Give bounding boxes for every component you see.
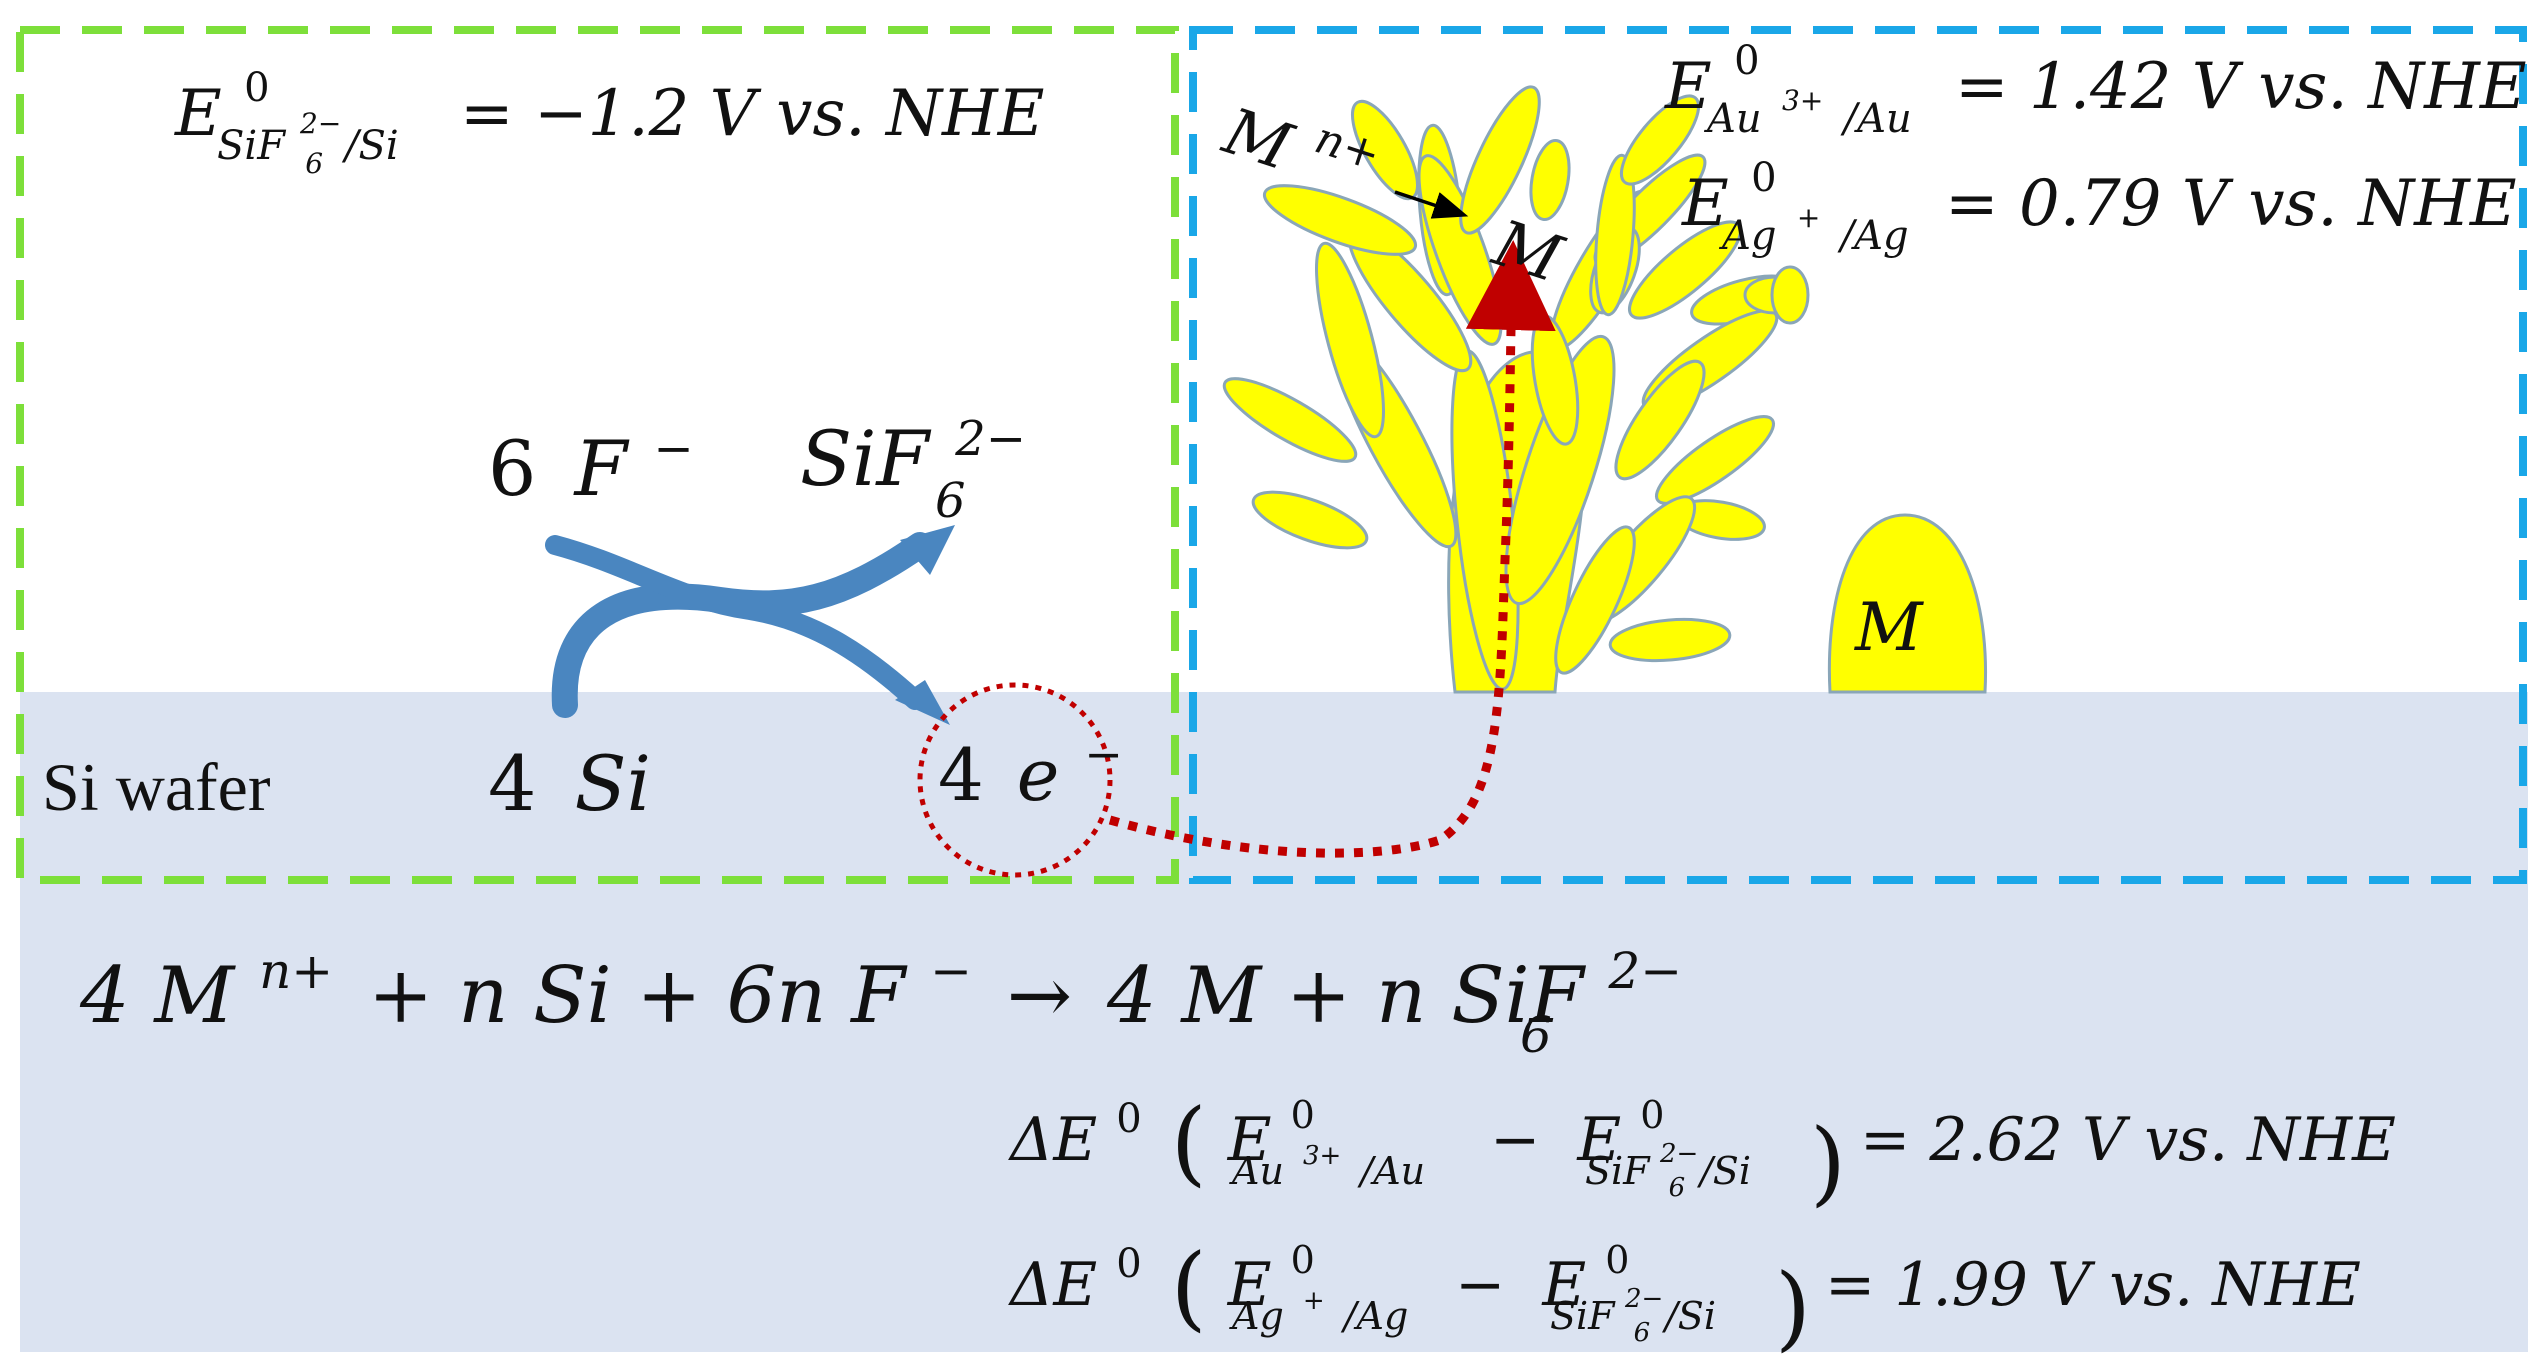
electron-circle — [917, 682, 1113, 878]
metal-dendrite — [1222, 85, 1810, 694]
potential-ag: E 0 Ag + /Ag = 0.79 V vs. NHE — [1681, 133, 2517, 265]
metal-particle-label: M — [1854, 589, 1924, 666]
fluoride-label: 6 F − — [488, 421, 694, 513]
reaction-arrows — [545, 532, 933, 718]
sif6-arrow-head — [900, 525, 955, 575]
oxidation-region-box — [16, 26, 1179, 884]
electron-transfer-path — [1108, 240, 1556, 858]
delta-e-ag: ΔE 0 ( E 0 Ag + /Ag − E 0 SiF 6 2− /Si )… — [1008, 1218, 2361, 1361]
potential-sif6-si: E 0 SiF 6 2− /Si = −1.2 V vs. NHE — [174, 43, 1045, 189]
si-wafer-region — [20, 692, 2528, 1352]
metal-label: M — [1484, 207, 1572, 298]
overall-reaction: 4 M n+ + n Si + 6n F − → 4 M + n SiF 2− … — [79, 917, 1707, 1064]
electron-arrow-head — [895, 680, 950, 725]
wafer-label: Si wafer — [42, 749, 271, 825]
electron-label: 4 e − — [938, 727, 1123, 817]
f-to-electron-arrow — [545, 535, 925, 710]
reduction-region-box — [1189, 26, 2527, 884]
sif6-product-label: SiF 2− 6 — [800, 384, 1050, 529]
reduction-arrow — [1394, 190, 1469, 219]
silicon-reactant-label: 4 Si — [488, 739, 651, 828]
delta-e-au: ΔE 0 ( E 0 Au 3+ /Au − E 0 SiF 6 2− /Si … — [1008, 1073, 2396, 1216]
potential-au: E 0 Au 3+ /Au = 1.42 V vs. NHE — [1664, 16, 2527, 148]
metal-particle — [1827, 513, 1988, 694]
